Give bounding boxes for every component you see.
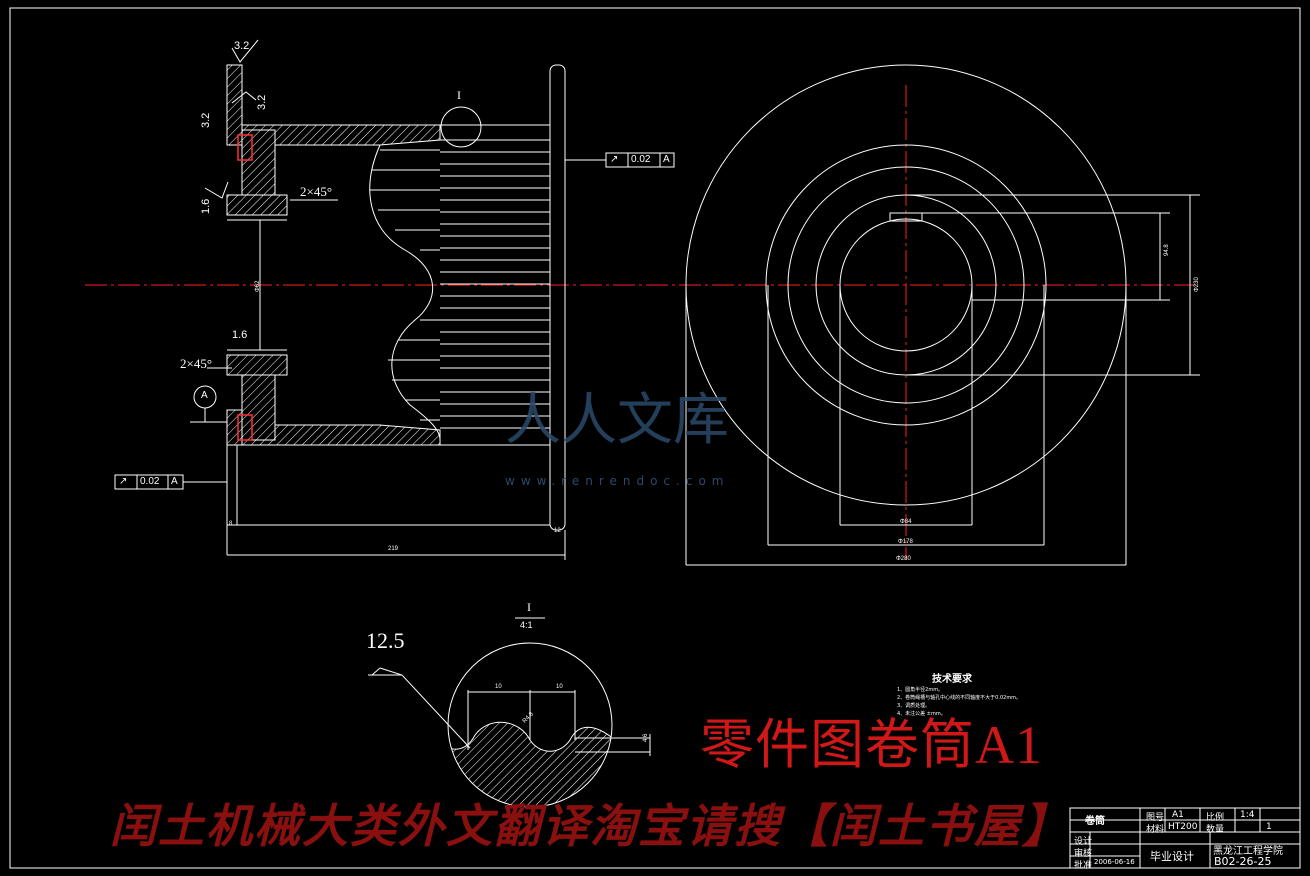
promo-banner: 闰土机械大类外文翻译淘宝请搜【闰土书屋】 (110, 799, 1070, 853)
tb-label-material: 材料 (1146, 825, 1165, 835)
detail-ref-label: I (457, 88, 461, 102)
web-top-section (241, 129, 276, 196)
watermark-url: www.renrendoc.com (505, 474, 730, 488)
part-title: 零件图卷筒A1 (700, 715, 1043, 775)
dim-inner-label: Φ84 (900, 519, 912, 525)
runout-left-datum: A (171, 476, 178, 487)
hub-top-section (226, 64, 243, 146)
dim-right-label: 12 (554, 528, 561, 534)
tb-label-reviewer: 审核 (1074, 849, 1093, 859)
runout-right-value: 0.02 (631, 154, 651, 165)
bore-top-section (226, 194, 288, 216)
tb-label-approver: 批准 (1074, 861, 1093, 871)
shell-top-section (241, 124, 441, 146)
key-slot-top (237, 134, 253, 161)
dim-keyway-label: 94.8 (1164, 244, 1170, 256)
tech-req-item: 1、圆角半径2mm。 (897, 687, 944, 693)
dim-overall-label: 219 (388, 546, 399, 552)
sheet-border (9, 7, 1301, 869)
tb-value-qty: 1 (1266, 822, 1272, 832)
chamfer-top-label: 2×45° (300, 184, 333, 199)
detail-roughness-label: 12.5 (366, 628, 405, 653)
watermark-logo: 人人文库 (505, 388, 729, 453)
web-bottom-section (241, 374, 276, 441)
tech-req-item: 2、卷筒绳槽与轴孔中心线的不同轴度不大于0.02mm。 (897, 695, 1022, 701)
runout-right-icon: ↗ (610, 154, 619, 165)
tb-value-material: HT200 (1168, 822, 1198, 832)
groove-depth-label: 4.6 (643, 733, 649, 742)
outer-circle (765, 144, 1047, 426)
tb-date: 2006-06-16 (1094, 858, 1135, 866)
datum-label: A (201, 390, 208, 401)
dim-bore-label: Φ62 (255, 280, 261, 292)
tech-req-title: 技术要求 (932, 674, 972, 685)
dim-flange-label: Φ280 (896, 556, 911, 562)
tb-school: 黑龙江工程学院 (1213, 846, 1283, 857)
pitch-left-label: 10 (495, 684, 502, 690)
rope-grooves (370, 139, 550, 429)
dim-left-label: 8 (229, 521, 233, 527)
pitch-right-label: 10 (556, 684, 563, 690)
shell-bottom-section (241, 424, 441, 446)
tech-req-item: 4、未注公差 ±mm。 (897, 711, 946, 717)
roughness-bore-label: 1.6 (200, 198, 212, 214)
tb-course: 毕业设计 (1150, 850, 1194, 863)
section-view (114, 39, 675, 560)
tech-req-item: 3、调质处理。 (897, 703, 931, 709)
tb-label-scale: 比例 (1206, 813, 1225, 823)
detail-view-label: I (527, 600, 531, 614)
dim-mid-label: Φ178 (898, 539, 913, 545)
roughness-right-label: 3.2 (256, 94, 268, 110)
runout-right-datum: A (663, 154, 670, 165)
tb-label-designer: 设计 (1074, 837, 1093, 847)
dim-outer-label: Φ230 (1194, 277, 1200, 292)
detail-scale-label: 4:1 (520, 620, 533, 630)
roughness-left-label: 3.2 (200, 112, 212, 128)
bore-bottom-section (226, 354, 288, 376)
runout-left-value: 0.02 (140, 476, 160, 487)
tb-value-drawno: A1 (1172, 810, 1184, 820)
detail-callout-circle (440, 106, 482, 148)
key-slot-bottom (237, 414, 253, 441)
tb-drawing-no: B02-26-25 (1214, 855, 1272, 868)
tech-req-list: 1、圆角半径2mm。 2、卷筒绳槽与轴孔中心线的不同轴度不大于0.02mm。 3… (897, 686, 1021, 718)
keyway (889, 212, 923, 222)
tb-label-drawno: 图号 (1146, 813, 1165, 823)
tb-value-scale: 1:4 (1240, 810, 1255, 820)
tb-part-name: 卷筒 (1085, 816, 1105, 827)
title-block (1069, 807, 1301, 869)
runout-left-icon: ↗ (119, 476, 128, 487)
tb-label-qty: 数量 (1206, 825, 1225, 835)
mid-circle (787, 166, 1025, 404)
end-view (685, 64, 1200, 566)
roughness-inner-label: 1.6 (232, 329, 248, 341)
chamfer-bottom-label: 2×45° (180, 356, 213, 371)
roughness-top-label: 3.2 (234, 40, 250, 52)
